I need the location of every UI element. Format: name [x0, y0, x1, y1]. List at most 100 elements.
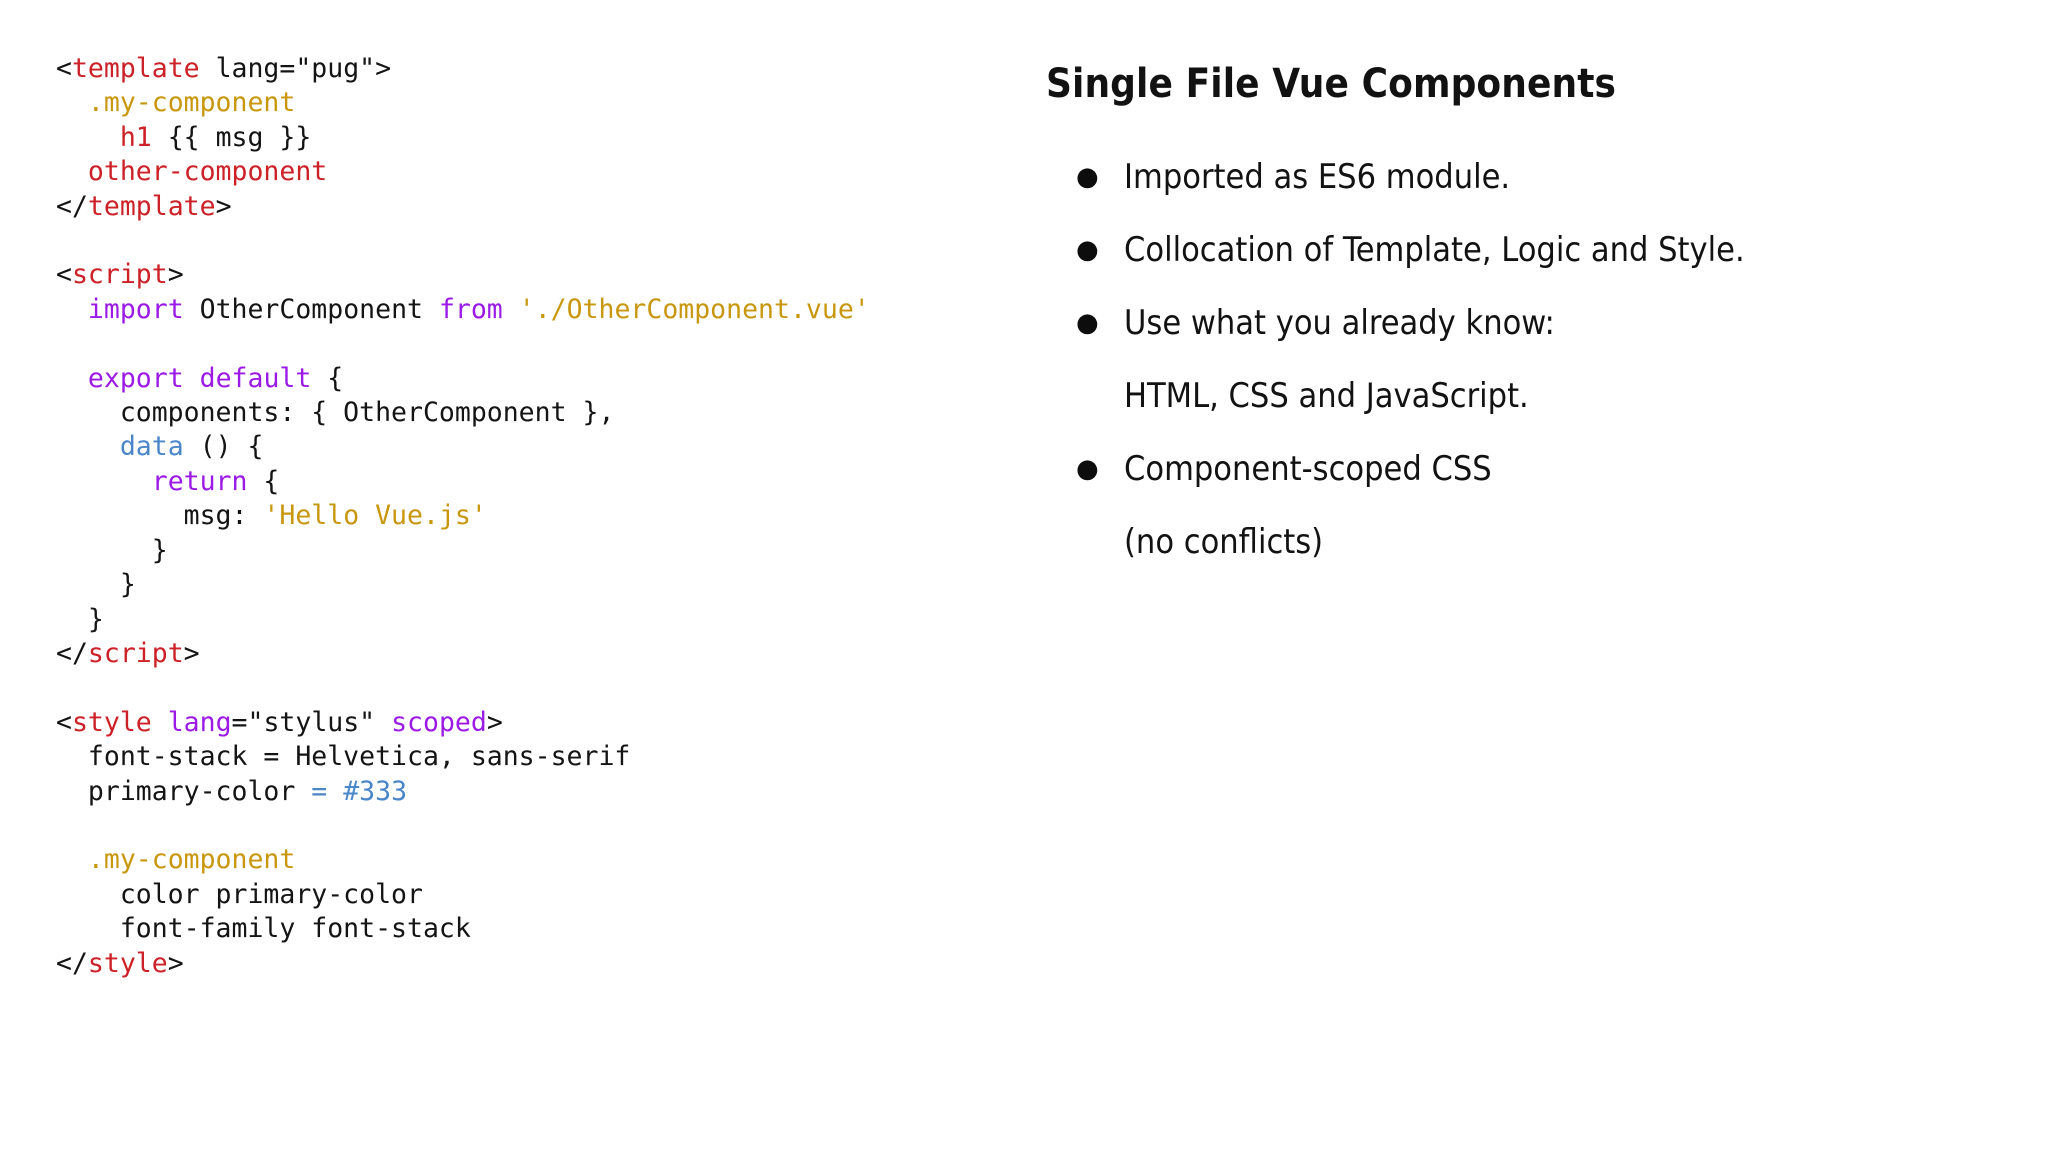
code-line: .my-component	[56, 86, 996, 120]
code-token: font-family font-stack	[56, 913, 471, 945]
code-token: return	[151, 465, 248, 497]
code-line: <template lang="pug">	[56, 52, 996, 86]
code-token	[327, 776, 343, 807]
code-token: script	[71, 259, 168, 291]
bullet-dot-icon: ●	[1076, 162, 1099, 192]
code-token: {	[311, 362, 344, 394]
code-token	[56, 466, 152, 497]
code-token: lang="pug">	[199, 53, 392, 84]
code-token: <	[56, 706, 72, 738]
list-item: ● Imported as ES6 module.	[1046, 154, 1986, 201]
bullet-dot-icon: ●	[1076, 235, 1099, 265]
code-line: font-stack = Helvetica, sans-serif	[56, 740, 996, 774]
code-token: </	[56, 637, 88, 669]
list-item: ● Use what you already know: HTML, CSS and…	[1046, 300, 1986, 420]
code-token: OtherComponent	[183, 293, 439, 325]
code-line: msg: 'Hello Vue.js'	[56, 499, 996, 533]
code-line: color primary-color	[56, 878, 996, 912]
code-token: scoped	[391, 706, 487, 738]
list-item-label: Collocation of Template, Logic and Style…	[1124, 230, 1745, 270]
code-token: .my-component	[87, 844, 296, 876]
list-item-label: Imported as ES6 module.	[1124, 157, 1511, 197]
code-line	[56, 224, 996, 258]
content-panel: Single File Vue Components ● Imported as …	[1046, 60, 1986, 592]
code-token	[56, 225, 72, 256]
code-token: <	[56, 53, 72, 84]
code-token	[56, 294, 88, 325]
code-token: 'Hello Vue.js'	[263, 500, 487, 532]
code-token	[56, 810, 72, 841]
code-line: primary-color = #333	[56, 775, 996, 809]
page-title: Single File Vue Components	[1046, 61, 1617, 107]
code-token: other-component	[87, 156, 328, 188]
code-token	[184, 363, 200, 394]
code-line	[56, 671, 996, 705]
list-item-continuation: (no conflicts)	[1124, 522, 1324, 562]
code-token: >	[215, 190, 232, 222]
code-line: font-family font-stack	[56, 912, 996, 946]
list-item-label: Use what you already know:	[1124, 303, 1555, 343]
code-token: >	[183, 637, 200, 669]
code-line: components: { OtherComponent },	[56, 396, 996, 430]
code-line: }	[56, 568, 996, 602]
list-item-body: Use what you already know: HTML, CSS and …	[1124, 300, 1986, 420]
code-token: color primary-color	[56, 878, 423, 910]
code-token	[56, 431, 120, 462]
code-line	[56, 327, 996, 361]
code-token: template	[87, 190, 216, 222]
code-token: }	[56, 603, 104, 635]
code-line: h1 {{ msg }}	[56, 121, 996, 155]
code-line	[56, 809, 996, 843]
code-line: data () {	[56, 430, 996, 464]
code-line: </template>	[56, 190, 996, 224]
code-token: lang	[167, 706, 232, 738]
code-token: style	[71, 706, 152, 738]
code-token: {	[247, 465, 280, 497]
code-line: export default {	[56, 362, 996, 396]
code-token: =	[311, 775, 328, 807]
code-token	[56, 122, 120, 153]
code-token: style	[87, 947, 168, 979]
code-token: #333	[343, 775, 408, 807]
code-token: }	[56, 534, 168, 566]
code-token: .my-component	[87, 87, 296, 119]
code-token	[56, 844, 88, 875]
code-token: data	[119, 431, 184, 463]
code-token: () {	[183, 431, 264, 463]
code-token: primary-color	[56, 775, 312, 807]
list-item-body: Collocation of Template, Logic and Style…	[1124, 227, 1986, 274]
code-token: h1	[119, 121, 152, 153]
code-token: components: { OtherComponent },	[56, 397, 615, 429]
code-token: default	[199, 362, 312, 394]
list-item-continuation: HTML, CSS and JavaScript.	[1124, 376, 1529, 416]
code-token: </	[56, 190, 88, 222]
code-line: }	[56, 534, 996, 568]
code-token: >	[167, 259, 184, 291]
code-token: './OtherComponent.vue'	[518, 293, 870, 325]
code-token: import	[87, 293, 184, 325]
code-token	[152, 707, 168, 738]
list-item-body: Component-scoped CSS (no conflicts)	[1124, 446, 1986, 566]
code-token	[56, 87, 88, 118]
code-token	[56, 363, 88, 394]
code-token: {{ msg }}	[151, 121, 312, 153]
code-token: ="stylus"	[231, 706, 392, 738]
code-token: script	[87, 637, 184, 669]
bullet-dot-icon: ●	[1076, 308, 1099, 338]
code-token: from	[438, 293, 503, 325]
bullet-dot-icon: ●	[1076, 454, 1099, 484]
code-line: <style lang="stylus" scoped>	[56, 706, 996, 740]
code-token	[56, 328, 72, 359]
code-token: font-stack = Helvetica, sans-serif	[56, 741, 631, 773]
code-token: >	[167, 947, 184, 979]
code-line: return {	[56, 465, 996, 499]
code-line: </script>	[56, 637, 996, 671]
code-token: <	[56, 259, 72, 291]
code-line: .my-component	[56, 843, 996, 877]
code-token: template	[71, 53, 200, 84]
bullet-list: ● Imported as ES6 module. ● Collocation of …	[1046, 154, 1986, 566]
code-token	[503, 294, 519, 325]
list-item-label: Component-scoped CSS	[1124, 449, 1492, 489]
list-item-body: Imported as ES6 module.	[1124, 154, 1986, 201]
